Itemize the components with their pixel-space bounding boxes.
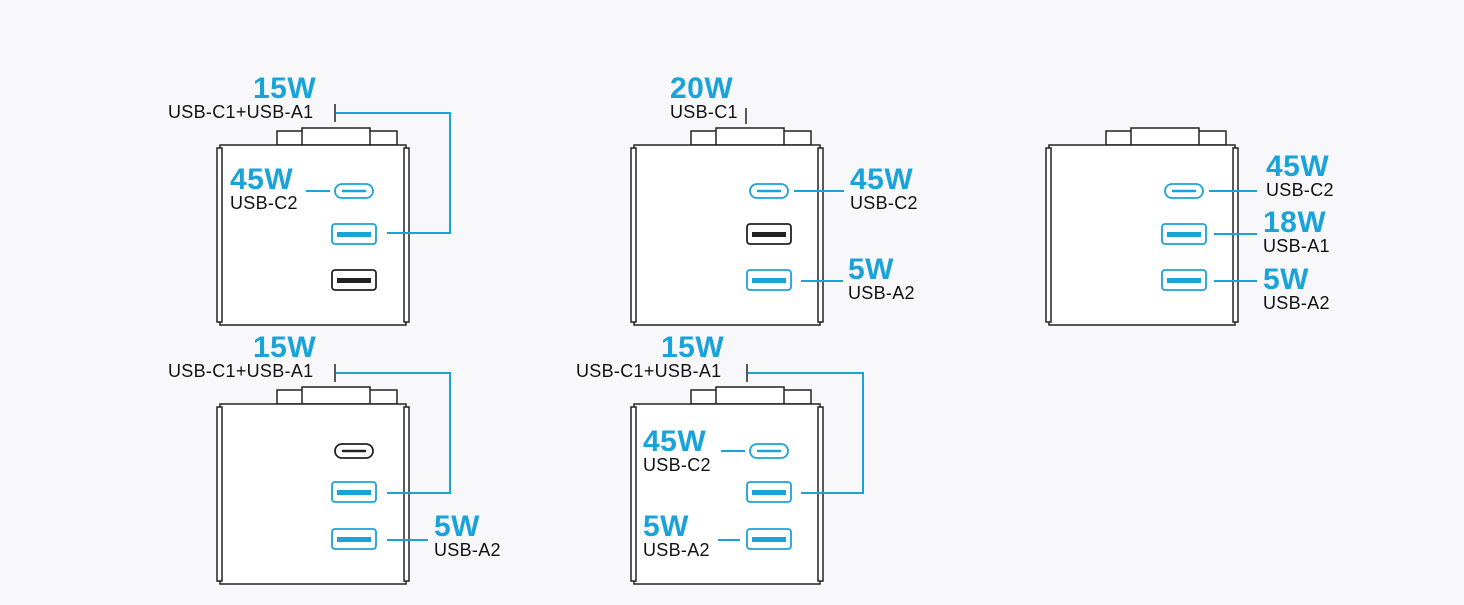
config-4-usb-a2-port-tongue: [337, 537, 371, 542]
config-2-rail-right: [817, 147, 824, 323]
config-3-a1-watts: 18W: [1263, 206, 1327, 239]
config-4-top-port: USB-C1+USB-A1: [168, 361, 314, 381]
config-2-a2-port: USB-A2: [848, 283, 915, 303]
config-2-top-watts: 20W: [670, 72, 734, 105]
config-1-top-leader: [336, 112, 451, 234]
config-4-usb-a1-port-tongue: [337, 490, 371, 495]
config-4-top-watts: 15W: [253, 331, 317, 364]
config-3-plug: [1130, 127, 1200, 146]
config-5-a2-watts: 5W: [643, 510, 689, 543]
config-1-c2-port: USB-C2: [230, 193, 298, 213]
config-4-body: [219, 403, 407, 585]
config-2-usb-a2-port-tongue: [752, 278, 786, 283]
config-5-c2-watts: 45W: [643, 425, 707, 458]
config-5-c2-port: USB-C2: [643, 455, 711, 475]
config-5-usb-a2-port-tongue: [752, 537, 786, 542]
config-5-rail-left: [630, 406, 637, 582]
config-1-rail-left: [216, 147, 223, 323]
config-4-rail-left: [216, 406, 223, 582]
config-5-plug: [715, 386, 785, 405]
config-1-rail-right: [403, 147, 410, 323]
config-1-usb-a1-port-tongue: [337, 232, 371, 237]
config-1-top-watts: 15W: [253, 72, 317, 105]
config-2-rail-left: [630, 147, 637, 323]
config-4-a2-port: USB-A2: [434, 540, 501, 560]
config-4-plug: [301, 386, 371, 405]
config-5-top-watts: 15W: [661, 331, 725, 364]
config-3-a1-port: USB-A1: [1263, 236, 1330, 256]
config-2-top-port: USB-C1: [670, 102, 738, 122]
config-3-usb-a2-port-tongue: [1167, 278, 1201, 283]
config-3-usb-a1-port-tongue: [1167, 232, 1201, 237]
config-1-c2-watts: 45W: [230, 163, 294, 196]
config-2-c2-watts: 45W: [850, 163, 914, 196]
config-3-a2-port: USB-A2: [1263, 293, 1330, 313]
config-5-top-leader: [748, 372, 864, 494]
config-4-a2-watts: 5W: [434, 510, 480, 543]
config-5-body: [633, 403, 821, 585]
config-3-rail-left: [1045, 147, 1052, 323]
config-5-usb-a1-port-tongue: [752, 490, 786, 495]
config-5-a2-port: USB-A2: [643, 540, 710, 560]
config-2-a2-watts: 5W: [848, 253, 894, 286]
config-5-top-port: USB-C1+USB-A1: [576, 361, 722, 381]
config-3-c2-port: USB-C2: [1266, 180, 1334, 200]
config-2-body: [633, 144, 821, 326]
config-2-plug: [715, 127, 785, 146]
config-3-c2-watts: 45W: [1266, 150, 1330, 183]
config-3-a2-watts: 5W: [1263, 263, 1309, 296]
config-1-usb-a2-port-tongue: [337, 278, 371, 283]
config-2-c2-port: USB-C2: [850, 193, 918, 213]
config-1-plug: [301, 127, 371, 146]
config-1-top-port: USB-C1+USB-A1: [168, 102, 314, 122]
config-2-usb-a1-port-tongue: [752, 232, 786, 237]
config-4-top-leader: [336, 372, 451, 494]
config-3-body: [1048, 144, 1236, 326]
